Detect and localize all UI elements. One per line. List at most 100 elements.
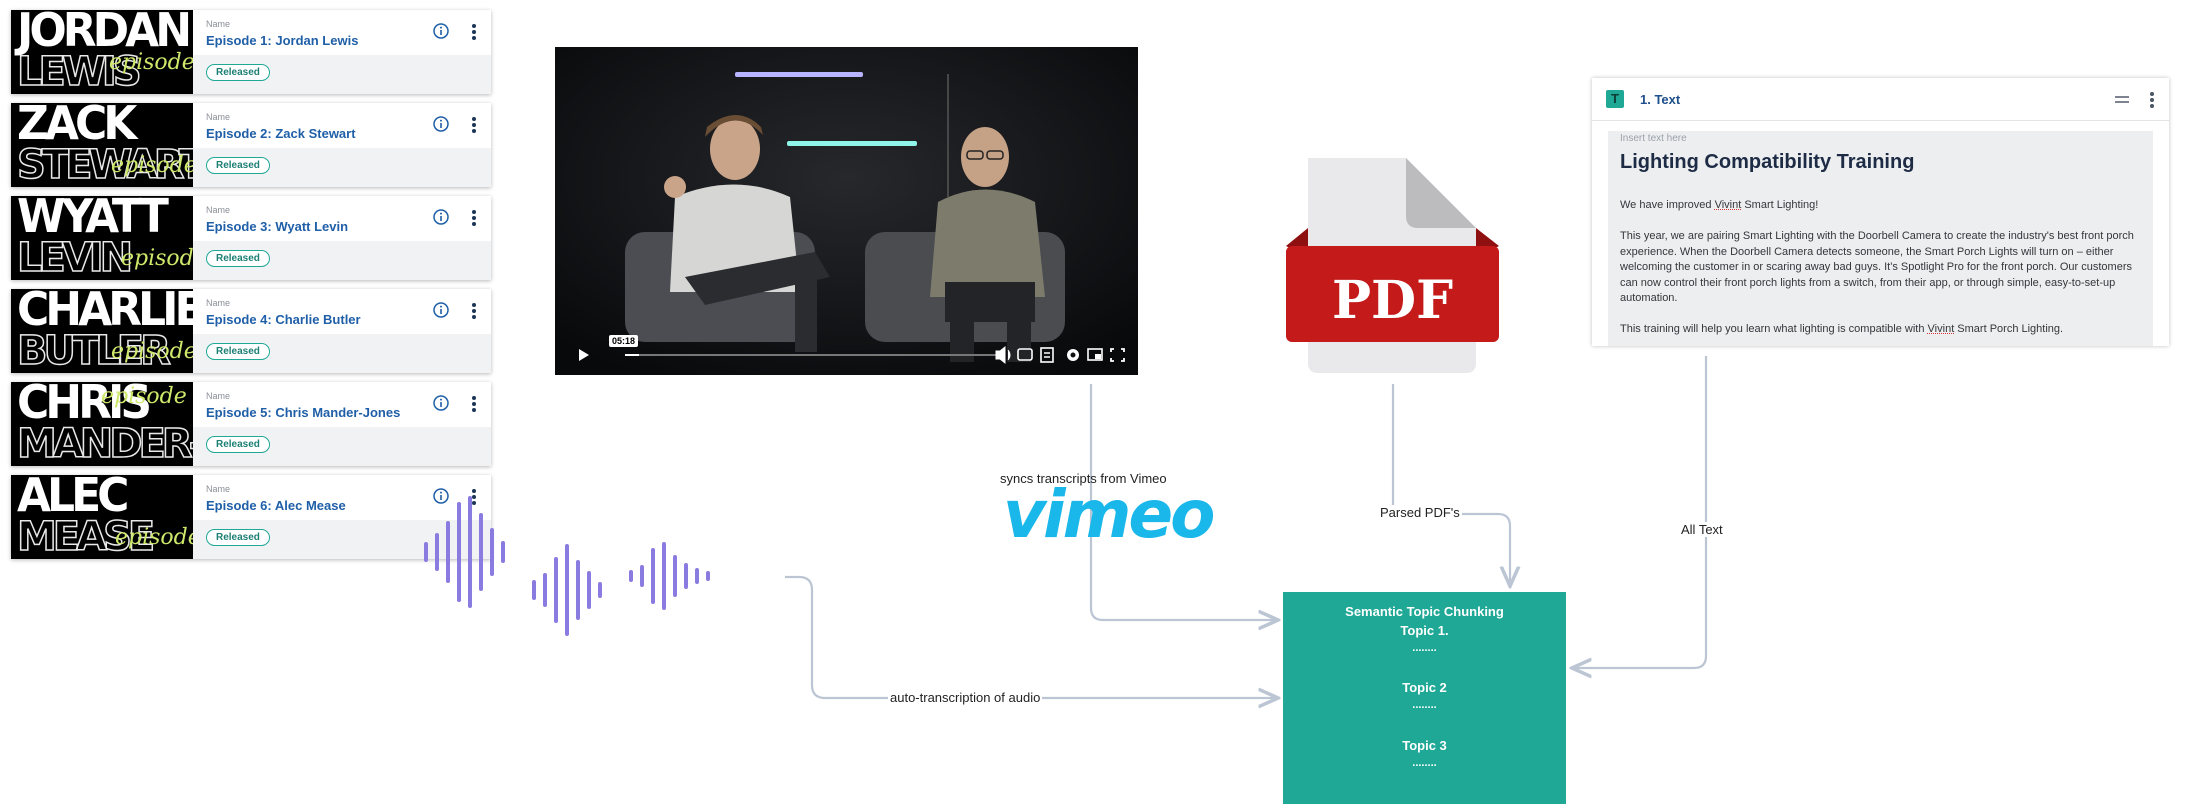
- topic-1: Topic 1.: [1283, 623, 1566, 638]
- thumbnail-first-name: JORDAN: [17, 10, 188, 54]
- info-icon[interactable]: [433, 395, 449, 411]
- thumbnail-episode-number: episode 3: [121, 246, 193, 271]
- status-badge: Released: [206, 436, 270, 453]
- waveform-bar: [640, 565, 644, 587]
- pdf-label: PDF: [1332, 270, 1453, 331]
- episode-name-label: Name: [206, 19, 230, 29]
- audio-transcription-label: auto-transcription of audio: [888, 690, 1042, 705]
- waveform-bar: [706, 571, 710, 581]
- info-icon[interactable]: [433, 23, 449, 39]
- vimeo-logo: vimeo: [1003, 482, 1213, 548]
- text-block-card[interactable]: T 1. Text Insert text here Lighting Comp…: [1592, 78, 2169, 346]
- episode-name-label: Name: [206, 112, 230, 122]
- text-paragraph-3: This training will help you learn what l…: [1620, 322, 2139, 338]
- thumbnail-episode-number: episode 6: [115, 525, 193, 550]
- waveform-bar: [662, 542, 666, 610]
- thumbnail-episode-number: episode 5: [101, 384, 193, 409]
- play-icon[interactable]: [579, 349, 589, 361]
- waveform-bar: [695, 568, 699, 584]
- episode-title[interactable]: Episode 2: Zack Stewart: [206, 126, 356, 141]
- thumbnail-episode-number: episode 4: [111, 339, 193, 364]
- status-badge: Released: [206, 343, 270, 360]
- thumbnail-episode-number: episode 1: [109, 50, 193, 75]
- pip-icon[interactable]: [1088, 349, 1102, 360]
- kebab-menu-icon[interactable]: [471, 302, 477, 320]
- video-frame: [555, 47, 1138, 375]
- episode-thumbnail: CHRISMANDER-JONESepisode 5: [11, 382, 193, 466]
- thumbnail-episode-number: episode 2: [111, 153, 193, 178]
- waveform-bar: [490, 528, 494, 576]
- transcript-icon[interactable]: [1041, 348, 1053, 362]
- chunking-title: Semantic Topic Chunking: [1283, 604, 1566, 619]
- pdf-connector: [1393, 384, 1510, 584]
- episode-thumbnail: ZACKSTEWARTepisode 2: [11, 103, 193, 187]
- waveform-bar: [598, 582, 602, 598]
- waveform-bar: [651, 548, 655, 604]
- episode-title[interactable]: Episode 5: Chris Mander-Jones: [206, 405, 400, 420]
- text-editor[interactable]: Insert text here Lighting Compatibility …: [1608, 131, 2153, 346]
- episode-title[interactable]: Episode 3: Wyatt Levin: [206, 219, 348, 234]
- info-icon[interactable]: [433, 116, 449, 132]
- waveform-bar: [468, 496, 472, 608]
- status-badge: Released: [206, 529, 270, 546]
- waveform-bar: [543, 573, 547, 607]
- topic-2: Topic 2: [1283, 680, 1566, 695]
- progress-bar[interactable]: [625, 354, 1005, 356]
- waveform-bar: [587, 571, 591, 609]
- kebab-menu-icon[interactable]: [471, 395, 477, 413]
- waveform-bar: [532, 580, 536, 600]
- thumbnail-last-name: MANDER-JONES: [17, 424, 193, 464]
- episode-title[interactable]: Episode 4: Charlie Butler: [206, 312, 361, 327]
- audio-waveform: [420, 490, 780, 650]
- text-type-icon: T: [1606, 90, 1624, 108]
- waveform-bar: [629, 570, 633, 582]
- kebab-menu-icon[interactable]: [471, 23, 477, 41]
- parsed-pdfs-label: Parsed PDF's: [1378, 505, 1462, 520]
- info-icon[interactable]: [433, 302, 449, 318]
- text-placeholder-hint: Insert text here: [1620, 133, 1687, 144]
- text-block-title: 1. Text: [1640, 92, 1680, 107]
- audio-connector: [785, 577, 1276, 698]
- semantic-chunking-box: Semantic Topic Chunking Topic 1. .......…: [1283, 592, 1566, 804]
- waveform-bar: [457, 502, 461, 602]
- waveform-bar: [673, 555, 677, 597]
- all-text-label: All Text: [1679, 522, 1725, 537]
- pdf-file-icon: PDF: [1286, 158, 1499, 373]
- episode-thumbnail: WYATTLEVINepisode 3: [11, 196, 193, 280]
- waveform-bar: [554, 557, 558, 623]
- text-heading: Lighting Compatibility Training: [1620, 151, 1914, 174]
- video-player[interactable]: 05:18: [555, 47, 1138, 375]
- episode-title[interactable]: Episode 6: Alec Mease: [206, 498, 346, 513]
- waveform-bar: [446, 521, 450, 583]
- text-paragraph-2: This year, we are pairing Smart Lighting…: [1620, 229, 2139, 307]
- captions-icon[interactable]: [1018, 349, 1032, 360]
- drag-handle-icon[interactable]: [2115, 95, 2129, 105]
- info-icon[interactable]: [433, 209, 449, 225]
- episode-name-label: Name: [206, 205, 230, 215]
- kebab-menu-icon[interactable]: [471, 116, 477, 134]
- kebab-menu-icon[interactable]: [471, 209, 477, 227]
- fullscreen-icon[interactable]: [1111, 349, 1124, 361]
- volume-icon[interactable]: [996, 347, 1010, 363]
- settings-icon[interactable]: [1067, 349, 1079, 361]
- episode-title[interactable]: Episode 1: Jordan Lewis: [206, 33, 358, 48]
- topic-3-dots: ........: [1283, 757, 1566, 769]
- more-options-icon[interactable]: [2149, 91, 2155, 109]
- status-badge: Released: [206, 64, 270, 81]
- waveform-bar: [684, 563, 688, 589]
- topic-1-dots: ........: [1283, 642, 1566, 654]
